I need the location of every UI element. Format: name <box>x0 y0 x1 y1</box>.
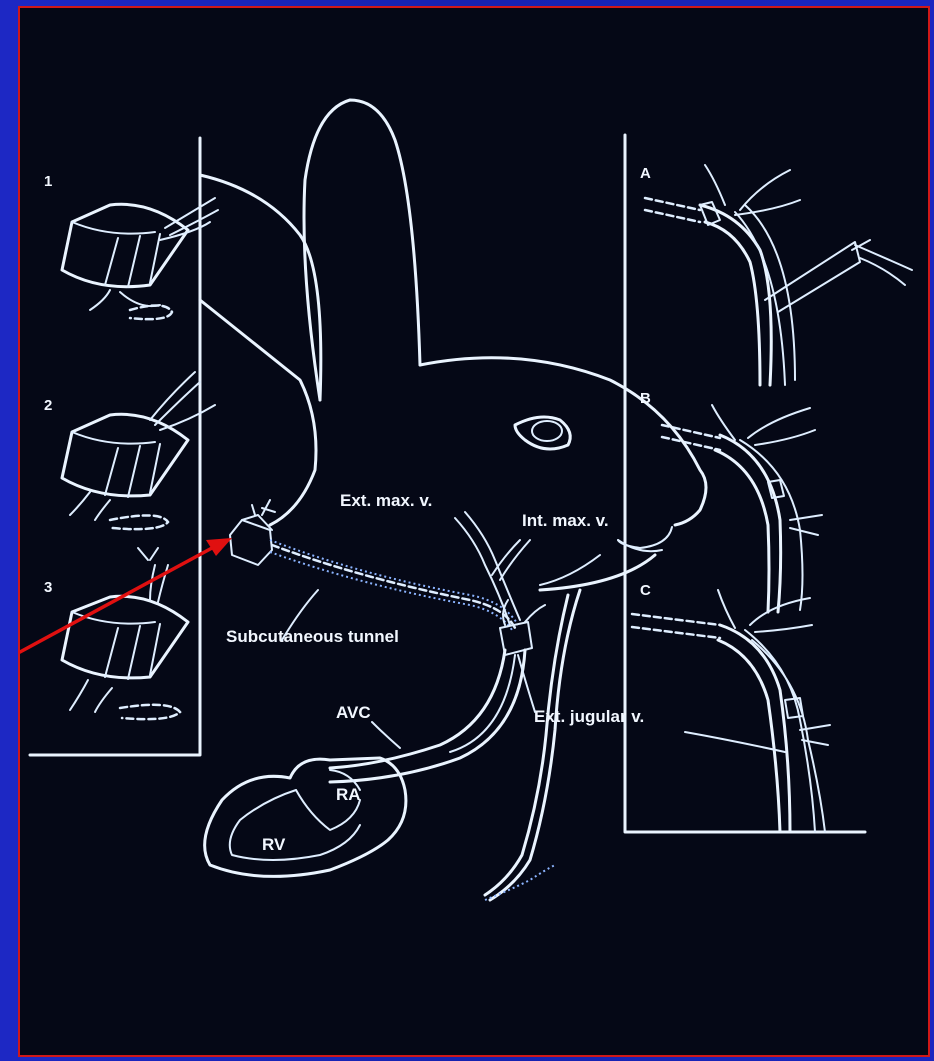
step-label-3: 3 <box>44 579 52 596</box>
label-ext-jugular-v: Ext. jugular v. <box>534 707 644 726</box>
label-int-max-v: Int. max. v. <box>522 511 609 530</box>
step-label-c: C <box>640 582 651 599</box>
step-label-b: B <box>640 390 651 407</box>
vein-step-a <box>645 165 912 385</box>
vein-step-b <box>662 405 822 612</box>
rabbit-head <box>200 100 706 590</box>
label-subcutaneous-tunnel: Subcutaneous tunnel <box>226 627 399 646</box>
heart <box>205 758 406 876</box>
label-rv: RV <box>262 835 286 854</box>
label-ext-max-v: Ext. max. v. <box>340 491 432 510</box>
step-label-a: A <box>640 165 651 182</box>
left-panel <box>30 138 200 755</box>
cuff-step-3 <box>62 548 188 719</box>
label-avc: AVC <box>336 703 371 722</box>
step-label-2: 2 <box>44 397 52 414</box>
cuff-step-1 <box>62 198 218 319</box>
label-ra: RA <box>336 785 361 804</box>
cuff-step-2 <box>62 372 215 529</box>
right-panel <box>625 135 865 832</box>
vein-step-c <box>632 590 830 832</box>
step-label-1: 1 <box>44 173 52 190</box>
